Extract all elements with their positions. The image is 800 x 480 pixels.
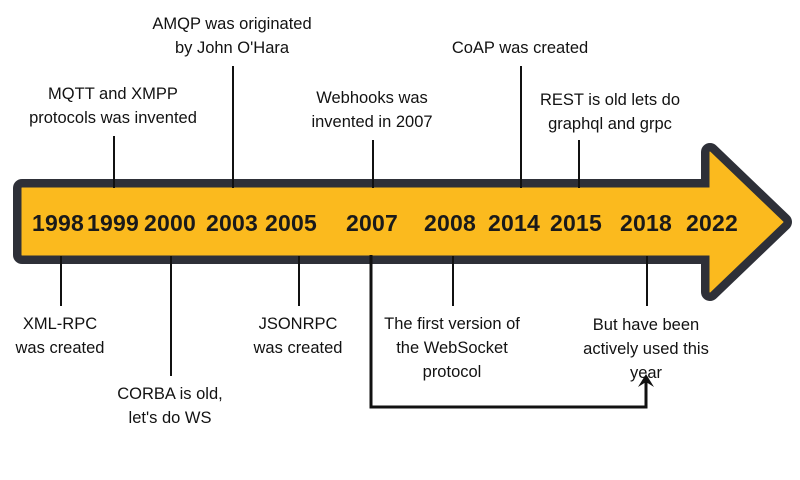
callout-label-rest-graphql-grpc: REST is old lets do graphql and grpc: [539, 91, 681, 133]
year-label-2018: 2018: [620, 210, 672, 236]
year-label-2000: 2000: [144, 210, 196, 236]
year-label-1998: 1998: [32, 210, 84, 236]
connector-tick-websocket: [452, 256, 454, 306]
callout-label-xml-rpc: XML-RPC was created: [15, 315, 105, 357]
year-label-2014: 2014: [488, 210, 540, 236]
year-label-2015: 2015: [550, 210, 602, 236]
year-label-2007: 2007: [346, 210, 398, 236]
callout-label-mqtt-xmpp: MQTT and XMPP protocols was invented: [29, 85, 197, 127]
callout-label-amqp: AMQP was originated by John O'Hara: [152, 15, 312, 57]
callout-label-coap: CoAP was created: [451, 39, 589, 57]
connector-tick-xml-rpc: [60, 256, 62, 306]
year-label-2008: 2008: [424, 210, 476, 236]
connector-tick-webhooks: [372, 140, 374, 188]
callout-label-jsonrpc: JSONRPC was created: [253, 315, 343, 357]
callout-label-webhooks: Webhooks was invented in 2007: [311, 89, 433, 131]
year-label-1999: 1999: [87, 210, 139, 236]
connector-tick-coap: [520, 66, 522, 188]
callout-label-corba: CORBA is old, let's do WS: [117, 385, 223, 427]
year-label-2022: 2022: [686, 210, 738, 236]
year-label-2003: 2003: [206, 210, 258, 236]
connector-tick-actively-used: [646, 256, 648, 306]
callout-label-websocket: The first version of the WebSocket proto…: [384, 315, 520, 381]
connector-tick-mqtt-xmpp: [113, 136, 115, 188]
connector-tick-corba: [170, 256, 172, 376]
connector-tick-rest-graphql-grpc: [578, 140, 580, 188]
year-label-2005: 2005: [265, 210, 317, 236]
connector-tick-jsonrpc: [298, 256, 300, 306]
connector-tick-amqp: [232, 66, 234, 188]
callout-label-actively-used: But have been actively used this year: [583, 316, 709, 382]
